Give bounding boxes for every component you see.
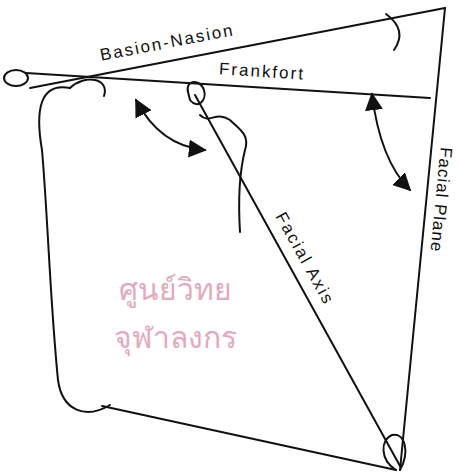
watermark: ศูนย์วิทย (119, 273, 232, 308)
mandible-ramus (39, 87, 110, 412)
chin-outline (383, 435, 405, 470)
pterygoid-curve (200, 115, 246, 232)
angle-arc (372, 94, 410, 190)
line-label: Basion-Nasion (98, 20, 236, 65)
angle-arc (136, 100, 205, 150)
mandible-border (102, 406, 396, 470)
line-label: Frankfort (218, 60, 305, 85)
porion-loop (4, 70, 28, 86)
condyle-outline (70, 80, 105, 96)
basion-nasion-line (30, 8, 445, 88)
nasion-arc (386, 14, 399, 50)
orbit-outline (188, 82, 205, 104)
watermark: จุฬาลงกร (114, 321, 237, 356)
